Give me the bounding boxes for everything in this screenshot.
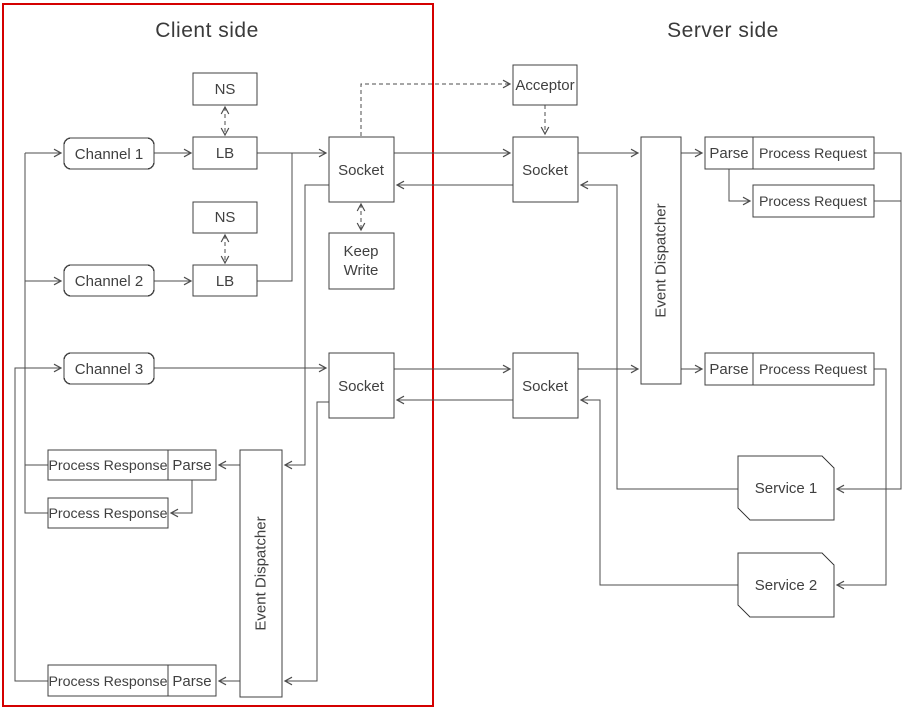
node-process-response2-box [47, 497, 169, 529]
node-client-parse-top-box [167, 449, 217, 481]
node-service2-label: Service 2 [755, 577, 818, 594]
node-channel1-box [63, 137, 155, 170]
client-boundary [2, 3, 434, 707]
node-process-response3-label: Process Response [48, 674, 167, 690]
node-service1-box [737, 455, 835, 521]
node-client-socket2-box [328, 352, 395, 419]
node-process-request3-label: Process Request [759, 362, 867, 378]
node-service1-label: Service 1 [755, 480, 818, 497]
node-channel2-label: Channel 2 [75, 273, 143, 290]
edge-csocket2-to-cdispatcher [283, 401, 329, 686]
node-acceptor-box [512, 64, 578, 106]
edge-response3-to-channel3 [14, 363, 63, 682]
node-server-parse-bottom-box [704, 352, 754, 386]
node-server-socket2-label: Socket [522, 378, 569, 395]
node-process-request3-box [752, 352, 875, 386]
node-client-socket2-label: Socket [338, 378, 385, 395]
node-server-socket1-label: Socket [522, 162, 569, 179]
node-lb2-box [192, 264, 258, 297]
node-ns2-label: NS [215, 209, 236, 226]
edge-lb2-join [257, 153, 293, 282]
node-process-response2-label: Process Response [48, 506, 167, 522]
node-process-request2-box [752, 184, 875, 218]
node-lb2-label: LB [216, 273, 234, 290]
node-process-request1-label: Process Request [759, 146, 867, 162]
node-client-dispatcher-label: Event Dispatcher [253, 516, 270, 630]
edge-csocket1-to-acceptor [360, 79, 512, 136]
edge-response-rail-1 [24, 153, 48, 514]
client-side-title: Client side [155, 19, 259, 42]
node-channel3-box [63, 352, 155, 385]
node-channel2-box [63, 264, 155, 297]
node-process-request2-label: Process Request [759, 194, 867, 210]
node-server-socket1-box [512, 136, 579, 203]
node-lb1-box [192, 136, 258, 170]
node-server-socket2-box [512, 352, 579, 419]
edge-csocket1-to-cdispatcher [283, 184, 329, 470]
server-side-title: Server side [667, 19, 779, 42]
node-ns2-box [192, 201, 258, 234]
node-process-request1-box [752, 136, 875, 170]
edge-parse-to-request2 [728, 169, 752, 206]
node-server-parse-top-box [704, 136, 754, 170]
edge-service1-to-ssocket1 [579, 180, 738, 490]
node-process-response3-box [47, 664, 169, 697]
node-server-dispatcher-label: Event Dispatcher [653, 203, 670, 317]
node-ns1-label: NS [215, 81, 236, 98]
node-service2-box [737, 552, 835, 618]
node-process-response1-label: Process Response [48, 458, 167, 474]
node-server-parse-top-label: Parse [709, 145, 748, 162]
node-lb1-label: LB [216, 145, 234, 162]
node-acceptor-label: Acceptor [515, 77, 574, 94]
node-client-parse-top-label: Parse [172, 457, 211, 474]
node-channel3-label: Channel 3 [75, 361, 143, 378]
node-ns1-box [192, 72, 258, 106]
edge-parse-to-response2 [169, 480, 193, 518]
node-client-dispatcher-box [239, 449, 283, 698]
edge-requests-to-service1 [835, 152, 902, 494]
node-server-dispatcher-box [640, 136, 682, 385]
node-keep-write-box [328, 232, 395, 290]
node-client-socket1-box [328, 136, 395, 203]
node-channel1-label: Channel 1 [75, 146, 143, 163]
node-client-parse-bottom-label: Parse [172, 673, 211, 690]
edge-request3-to-service2 [835, 368, 887, 590]
edge-service2-to-ssocket2 [579, 395, 738, 586]
node-client-socket1-label: Socket [338, 162, 385, 179]
node-client-parse-bottom-box [167, 664, 217, 697]
node-server-parse-bottom-label: Parse [709, 361, 748, 378]
